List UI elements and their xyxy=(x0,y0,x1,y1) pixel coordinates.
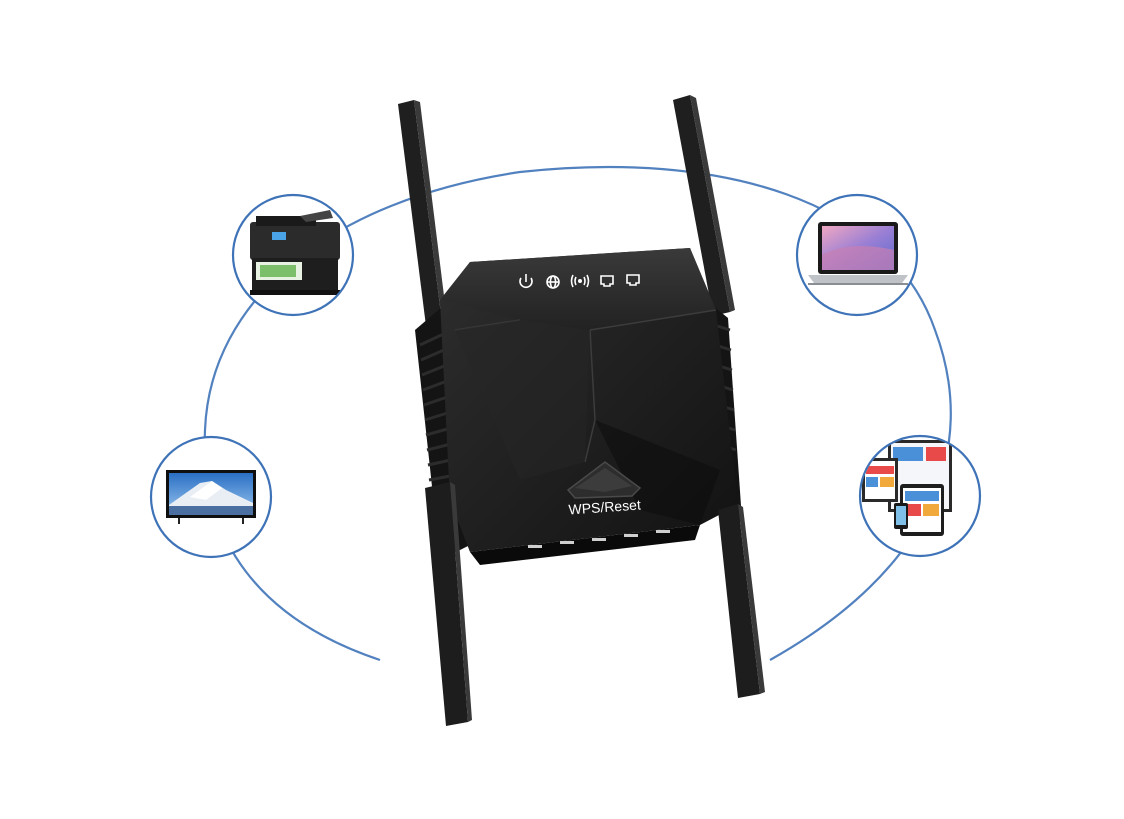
antenna-bottom-left xyxy=(425,482,472,726)
wps-reset-label: WPS/Reset xyxy=(568,497,641,518)
printer-icon xyxy=(250,210,340,295)
printer-node xyxy=(231,193,355,317)
lan-port-icon xyxy=(600,275,614,287)
lan-port-icon xyxy=(626,274,640,286)
globe-icon xyxy=(546,275,560,289)
antenna-bottom-right xyxy=(718,504,765,698)
antenna-top-left xyxy=(398,100,447,326)
antenna-top-right xyxy=(673,95,735,316)
laptop-node xyxy=(795,193,919,317)
tv-icon xyxy=(166,470,256,524)
power-icon xyxy=(519,274,533,289)
multi-device-node xyxy=(858,434,982,558)
laptop-icon xyxy=(808,222,908,285)
wifi-signal-icon xyxy=(570,274,590,288)
wifi-extender-body xyxy=(415,248,742,565)
multi-device-icon xyxy=(862,440,952,536)
tv-node xyxy=(149,435,273,559)
indicator-panel xyxy=(519,274,640,289)
wps-reset-button[interactable] xyxy=(566,461,642,499)
